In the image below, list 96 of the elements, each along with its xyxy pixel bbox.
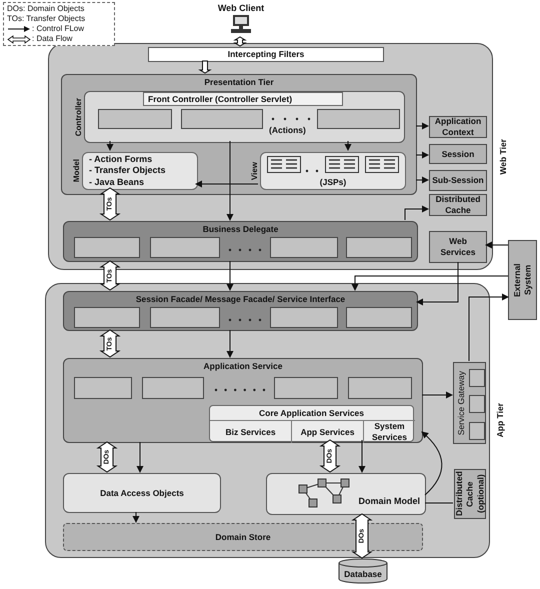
slot-box	[348, 377, 412, 399]
control-flow-arrow	[226, 330, 234, 358]
slot-box	[98, 109, 172, 129]
layer-heading: Session Facade/ Message Facade/ Service Interface	[136, 294, 346, 305]
node-label: Sub-Session	[432, 175, 484, 186]
control-flow-arrow	[226, 260, 234, 291]
legend-label: : Data Flow	[32, 34, 72, 44]
node-label: Distributed Cache	[434, 194, 482, 216]
node-label: Web Services	[440, 236, 476, 258]
view-label: (JSPs)	[320, 177, 346, 188]
domain-model-label: Domain Model	[358, 496, 420, 506]
node-label: System Services	[371, 421, 408, 443]
component-box	[429, 170, 487, 191]
node-label: Biz Services	[225, 426, 276, 438]
slot-box	[150, 307, 220, 328]
services-box	[209, 405, 414, 442]
control-flow-arrow	[416, 122, 429, 130]
node-label: Application Context	[434, 116, 482, 138]
layer-heading: Business Delegate	[202, 224, 278, 235]
layer-box	[63, 358, 423, 443]
domain-model-box	[266, 473, 426, 515]
slot-box	[469, 422, 485, 440]
data-flow-arrow	[351, 513, 373, 559]
service-cell	[364, 420, 415, 443]
slot-box	[469, 369, 485, 387]
side-label: View	[250, 162, 260, 180]
component-box	[429, 231, 487, 263]
control-flow-arrow	[421, 431, 442, 496]
control-flow-arrow	[352, 276, 508, 291]
side-label: Controller	[74, 98, 84, 136]
node-label: Data Access Objects	[100, 488, 184, 498]
model-item: - Java Beans	[89, 176, 146, 188]
side-label: Model	[72, 159, 82, 183]
external-system-box	[508, 240, 537, 320]
control-flow-arrow	[344, 140, 352, 151]
slot-box	[142, 377, 204, 399]
gateway-box	[453, 362, 486, 444]
service-cell	[210, 420, 292, 443]
control-flow-arrow	[132, 512, 140, 523]
slot-box	[270, 237, 338, 258]
client-label: Web Client	[218, 3, 264, 14]
component-box	[429, 194, 487, 216]
control-flow-arrow	[422, 392, 453, 398]
layer-box	[63, 221, 418, 262]
slot-box	[346, 237, 412, 258]
actions-label: (Actions)	[269, 125, 306, 135]
node-label: Intercepting Filters	[228, 49, 304, 60]
component-box	[429, 144, 487, 164]
control-flow-arrow	[416, 176, 429, 184]
control-flow-arrow	[416, 152, 429, 158]
component-box	[429, 116, 487, 138]
control-flow-arrow	[468, 294, 509, 362]
database-label: Database	[344, 568, 382, 580]
tier-panel	[61, 74, 417, 195]
control-flow-arrow	[416, 262, 458, 306]
slot-box	[469, 395, 485, 413]
tier-label: App Tier	[495, 403, 506, 438]
control-flow-arrow	[485, 242, 508, 248]
slot-box	[274, 377, 338, 399]
vertical-label: Distributed Cache (optional)	[454, 471, 486, 517]
node-label: App Services	[300, 426, 354, 438]
vertical-label: Service Gateway	[456, 370, 466, 436]
legend-note: DOs: Domain Objects	[7, 4, 86, 14]
controller-heading: Front Controller (Controller Servlet)	[148, 94, 292, 104]
control-flow-arrow	[195, 180, 258, 188]
data-flow-arrow	[233, 36, 247, 47]
slot-box	[270, 307, 338, 328]
slot-box	[346, 307, 412, 328]
legend-label: : Control FLow	[32, 24, 84, 34]
layer-box	[63, 291, 418, 331]
layer-heading: Core Application Services	[258, 408, 364, 419]
node-label: Session	[442, 148, 474, 160]
slot-box	[181, 109, 263, 129]
model-item: - Action Forms	[89, 154, 154, 166]
component-box	[63, 473, 221, 513]
store-band	[63, 523, 423, 551]
vertical-label: External System	[512, 262, 534, 299]
data-flow-arrow	[198, 60, 212, 74]
node-label: Domain Store	[215, 532, 271, 542]
control-flow-arrow	[136, 442, 144, 473]
slot-box	[74, 237, 140, 258]
control-flow-arrow	[106, 140, 114, 151]
control-flow-arrow	[404, 206, 429, 220]
model-item: - Transfer Objects	[89, 165, 167, 177]
slot-box	[74, 307, 140, 328]
legend-note: TOs: Transfer Objects	[7, 14, 86, 24]
control-flow-arrow	[358, 440, 366, 473]
slot-box	[317, 109, 400, 129]
database-cylinder	[338, 558, 388, 584]
tier-label: Web Tier	[498, 138, 509, 174]
layer-heading: Application Service	[204, 361, 282, 372]
filter-bar	[148, 47, 384, 62]
slot-box	[74, 377, 132, 399]
layer-heading: Presentation Tier	[204, 77, 274, 88]
slot-box	[150, 237, 220, 258]
control-flow-arrow	[226, 140, 234, 221]
